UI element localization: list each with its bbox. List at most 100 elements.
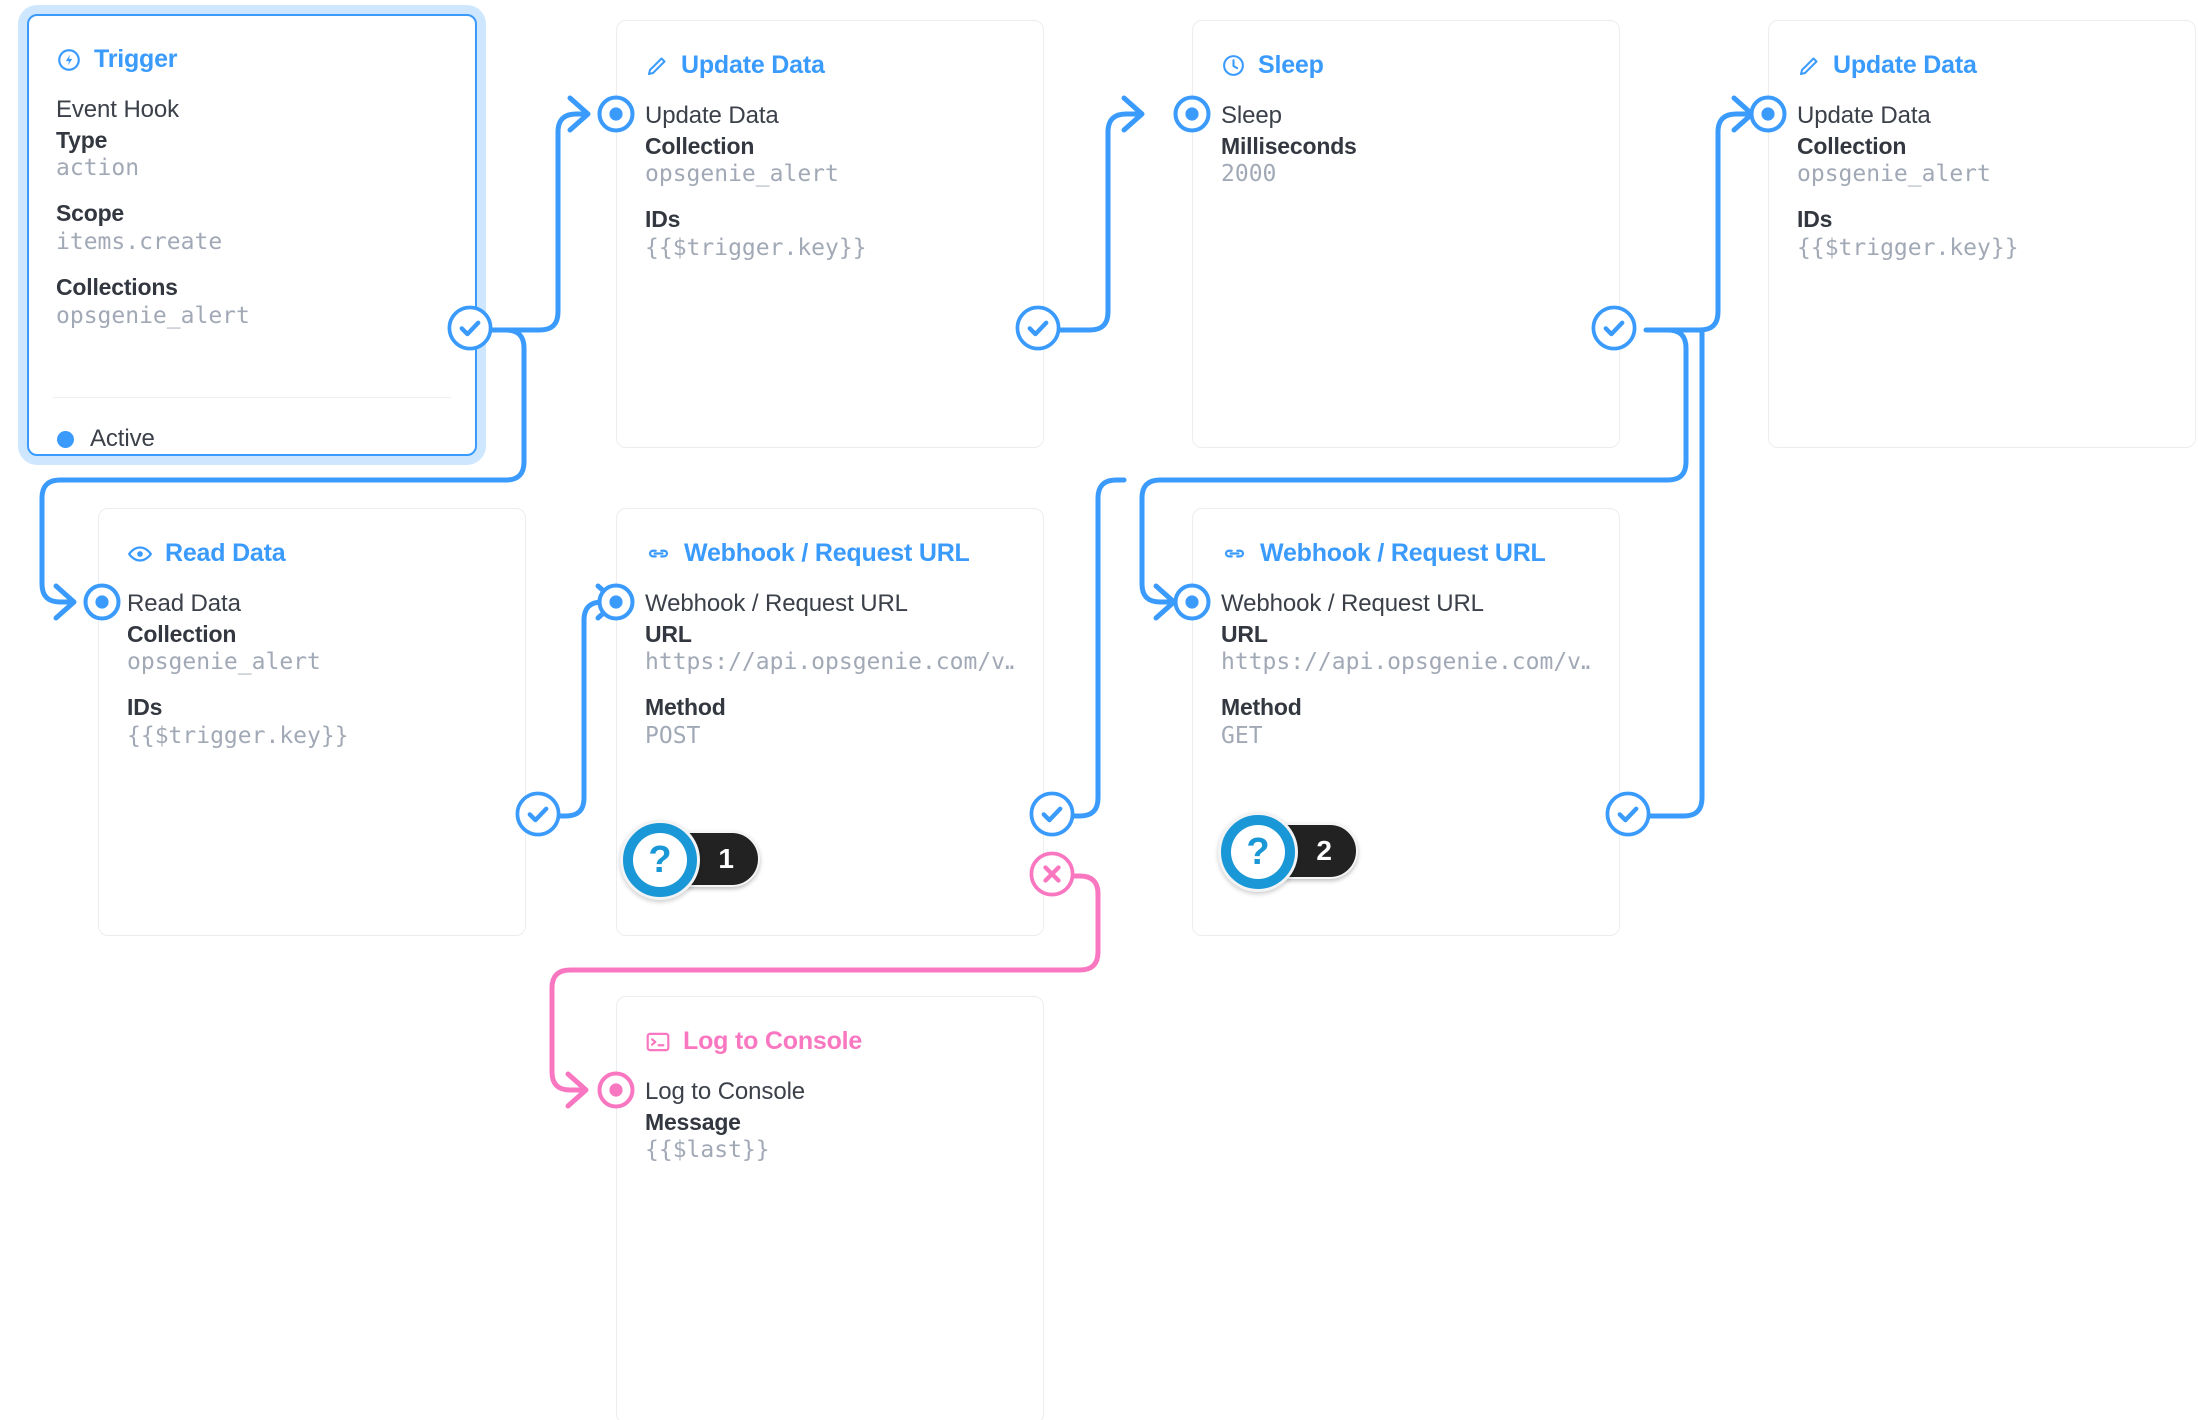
field-label: IDs	[1797, 206, 1833, 233]
node-title: Event Hook	[56, 96, 180, 123]
field-value: GET	[1221, 722, 1263, 749]
field-label: Scope	[56, 200, 125, 227]
resolve-port-read-data[interactable]	[512, 788, 564, 840]
resolve-port-trigger[interactable]	[444, 302, 496, 354]
node-field: Method POST	[645, 693, 1015, 752]
question-glyph: ?	[633, 833, 687, 887]
node-field: Scope items.create	[56, 199, 448, 258]
node-header-sleep: Sleep	[1221, 51, 1591, 80]
field-label: Collection	[645, 132, 755, 159]
field-value: opsgenie_alert	[127, 649, 321, 676]
eye-icon	[127, 541, 153, 567]
node-field: Collections opsgenie_alert	[56, 273, 448, 332]
node-header-label: Trigger	[94, 45, 178, 73]
node-field: Collection opsgenie_alert	[1797, 132, 2167, 191]
node-header-label: Sleep	[1258, 51, 1324, 79]
field-label: Type	[56, 126, 108, 153]
node-header-label: Update Data	[681, 51, 825, 79]
resolve-port-webhook-get[interactable]	[1602, 788, 1654, 840]
node-header-label: Log to Console	[683, 1027, 863, 1055]
field-value: action	[56, 155, 140, 182]
clock-icon	[1221, 53, 1246, 78]
input-port-webhook-get[interactable]	[1170, 580, 1214, 624]
link-icon	[1221, 540, 1248, 567]
input-port-update-data-1[interactable]	[594, 92, 638, 136]
field-label: Milliseconds	[1221, 132, 1357, 159]
field-label: Method	[1221, 694, 1302, 721]
help-badge-2[interactable]: 2 ?	[1218, 812, 1358, 892]
node-field: URL https://api.opsgenie.com/v…	[1221, 620, 1591, 679]
node-title: Update Data	[1797, 102, 1931, 129]
help-badge-1[interactable]: 1 ?	[620, 820, 760, 900]
node-title: Log to Console	[645, 1078, 806, 1105]
question-mark-icon[interactable]: ?	[620, 820, 700, 900]
field-value: https://api.opsgenie.com/v…	[645, 649, 1015, 676]
input-port-log-to-console[interactable]	[594, 1068, 638, 1112]
node-card-read-data[interactable]: Read Data Read Data Collection opsgenie_…	[98, 508, 526, 936]
link-icon	[645, 540, 672, 567]
node-header-webhook-post: Webhook / Request URL	[645, 539, 1015, 568]
input-port-read-data[interactable]	[80, 580, 124, 624]
node-header-label: Update Data	[1833, 51, 1977, 79]
node-header-read-data: Read Data	[127, 539, 497, 568]
node-header-update-data-1: Update Data	[645, 51, 1015, 80]
node-title: Webhook / Request URL	[1221, 590, 1484, 617]
node-card-update-data-1[interactable]: Update Data Update Data Collection opsge…	[616, 20, 1044, 448]
node-header-webhook-get: Webhook / Request URL	[1221, 539, 1591, 568]
node-title: Read Data	[127, 590, 241, 617]
field-value: {{$trigger.key}}	[1797, 234, 2019, 261]
node-card-sleep[interactable]: Sleep Sleep Milliseconds 2000	[1192, 20, 1620, 448]
field-label: Collection	[1797, 132, 1907, 159]
question-glyph: ?	[1231, 825, 1285, 879]
field-label: URL	[645, 620, 692, 647]
resolve-port-update-data-1[interactable]	[1012, 302, 1064, 354]
field-value: {{$trigger.key}}	[127, 722, 349, 749]
node-card-update-data-2[interactable]: Update Data Update Data Collection opsge…	[1768, 20, 2196, 448]
question-mark-icon[interactable]: ?	[1218, 812, 1298, 892]
field-label: Message	[645, 1108, 741, 1135]
field-value: opsgenie_alert	[645, 161, 839, 188]
help-badge-count: 1	[718, 843, 734, 874]
field-value: https://api.opsgenie.com/v…	[1221, 649, 1591, 676]
input-port-webhook-post[interactable]	[594, 580, 638, 624]
node-field: IDs {{$trigger.key}}	[1797, 205, 2167, 264]
input-port-update-data-2[interactable]	[1746, 92, 1790, 136]
pencil-icon	[645, 54, 669, 78]
pencil-icon	[1797, 54, 1821, 78]
node-field: IDs {{$trigger.key}}	[127, 693, 497, 752]
node-field: Method GET	[1221, 693, 1591, 752]
node-field: Collection opsgenie_alert	[127, 620, 497, 679]
status-dot-icon	[57, 430, 74, 448]
node-header-label: Webhook / Request URL	[1260, 539, 1546, 567]
node-card-log-to-console[interactable]: Log to Console Log to Console Message {{…	[616, 996, 1044, 1420]
field-label: Collections	[56, 273, 178, 300]
node-card-trigger[interactable]: Trigger Event Hook Type action Scope ite…	[27, 14, 477, 456]
field-value: 2000	[1221, 161, 1277, 188]
node-header-trigger: Trigger	[56, 45, 448, 74]
field-label: Method	[645, 694, 726, 721]
reject-port-webhook-post[interactable]	[1026, 848, 1078, 900]
field-value: POST	[645, 722, 701, 749]
field-label: Collection	[127, 620, 237, 647]
node-field: Type action	[56, 126, 448, 185]
resolve-port-webhook-post[interactable]	[1026, 788, 1078, 840]
node-field: Milliseconds 2000	[1221, 132, 1591, 191]
field-value: {{$last}}	[645, 1137, 770, 1164]
node-header-label: Read Data	[165, 539, 286, 567]
node-title: Sleep	[1221, 102, 1282, 129]
input-port-sleep[interactable]	[1170, 92, 1214, 136]
field-value: opsgenie_alert	[1797, 161, 1991, 188]
field-value: opsgenie_alert	[56, 302, 250, 329]
node-title: Update Data	[645, 102, 779, 129]
status-badge: Active	[57, 425, 155, 453]
node-field: URL https://api.opsgenie.com/v…	[645, 620, 1015, 679]
field-label: IDs	[645, 206, 681, 233]
status-label: Active	[90, 425, 155, 452]
resolve-port-sleep[interactable]	[1588, 302, 1640, 354]
field-value: {{$trigger.key}}	[645, 234, 867, 261]
card-divider	[53, 397, 451, 398]
help-badge-count: 2	[1316, 835, 1332, 866]
node-field: Collection opsgenie_alert	[645, 132, 1015, 191]
node-title: Webhook / Request URL	[645, 590, 908, 617]
